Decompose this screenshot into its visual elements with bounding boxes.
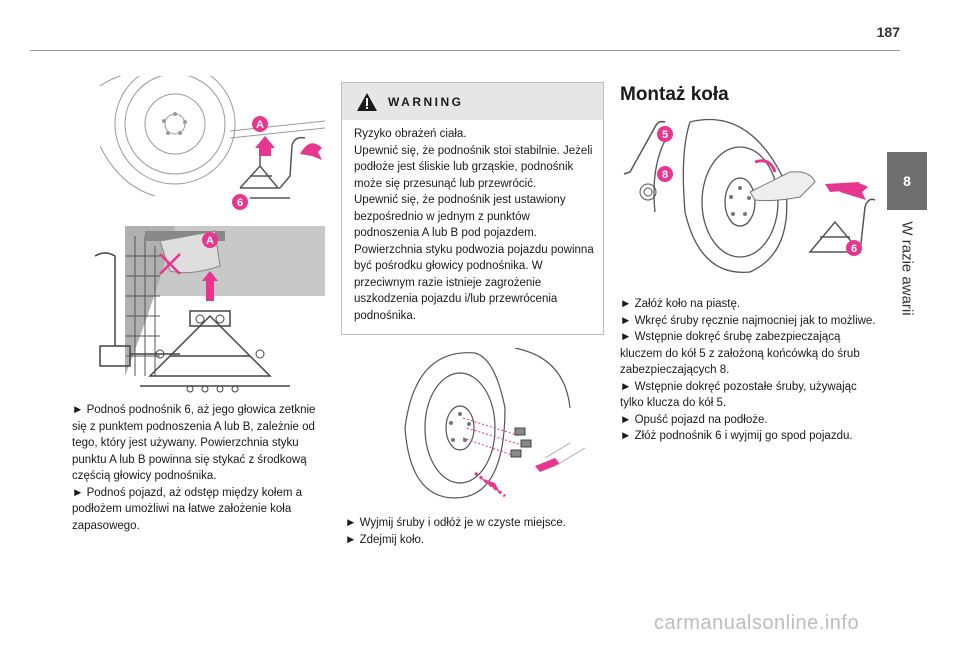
svg-text:6: 6 (851, 243, 857, 255)
warning-paragraph-4: Powierzchnia styku podwozia pojazdu powi… (354, 243, 594, 322)
right-paragraph-5: ► Opuść pojazd na podłoże. (620, 413, 768, 426)
section-title: Montaż koła (620, 84, 729, 105)
figure-wheel-mounting: 5 8 6 (623, 118, 876, 273)
callout-6-top: 6 (232, 194, 248, 210)
warning-paragraph-3: Upewnić się, że podnośnik jest ustawiony… (354, 194, 566, 239)
svg-text:6: 6 (237, 197, 243, 209)
middle-paragraph-1: ► Wyjmij śruby i odłóż je w czyste miejs… (345, 517, 566, 529)
warning-paragraph-1: Ryzyko obrażeń ciała. (354, 128, 467, 140)
warning-title: WARNING (388, 94, 464, 109)
warning-box: WARNING Ryzyko obrażeń ciała. Upewnić si… (341, 82, 604, 335)
middle-paragraph-2: ► Zdejmij koło. (345, 533, 425, 546)
middle-column-text: ► Wyjmij śruby i odłóż je w czyste miejs… (345, 515, 601, 548)
watermark[interactable]: carmanualsonline.info (654, 612, 860, 634)
chapter-tab[interactable]: 8 (887, 152, 927, 210)
svg-text:A: A (256, 119, 264, 131)
left-paragraph-1: ► Podnoś podnośnik 6, aż jego głowica ze… (72, 404, 316, 482)
callout-A-bottom: A (202, 232, 218, 248)
callout-A-top: A (252, 116, 268, 132)
right-paragraph-4: ► Wstępnie dokręć pozostałe śruby, używa… (620, 380, 857, 410)
right-paragraph-2: ► Wkręć śruby ręcznie najmocniej jak to … (620, 314, 876, 327)
figure-wheel-removal (404, 348, 586, 499)
right-paragraph-3: ► Wstępnie dokręć śrubę zabezpieczającą … (620, 331, 860, 376)
page-number: 187 (876, 24, 900, 40)
chapter-label-container: W razie awarii (872, 210, 942, 380)
warning-header: WARNING (342, 83, 603, 120)
left-paragraph-2: ► Podnoś pojazd, aż odstęp między kołem … (72, 486, 303, 532)
figure-jack-positioning: A 6 (100, 76, 325, 210)
figure-jack-contact: A (94, 226, 325, 393)
warning-paragraph-2: Upewnić się, że podnośnik stoi stabilnie… (354, 144, 593, 190)
svg-text:8: 8 (662, 169, 668, 181)
right-paragraph-1: ► Załóż koło na piastę. (620, 298, 741, 310)
svg-text:A: A (206, 235, 214, 247)
left-column-text: ► Podnoś podnośnik 6, aż jego głowica ze… (72, 402, 328, 534)
callout-5: 5 (657, 126, 673, 142)
header-rule (30, 50, 900, 51)
callout-6-right: 6 (846, 240, 862, 256)
svg-text:5: 5 (662, 129, 668, 141)
warning-body: Ryzyko obrażeń ciała. Upewnić się, że po… (342, 120, 603, 324)
warning-triangle-icon (357, 92, 377, 111)
callout-8: 8 (657, 166, 673, 182)
right-paragraph-6: ► Złóż podnośnik 6 i wyjmij go spod poja… (620, 430, 853, 442)
chapter-title: W razie awarii (898, 221, 916, 316)
right-column-text: ► Załóż koło na piastę. ► Wkręć śruby rę… (620, 296, 876, 445)
